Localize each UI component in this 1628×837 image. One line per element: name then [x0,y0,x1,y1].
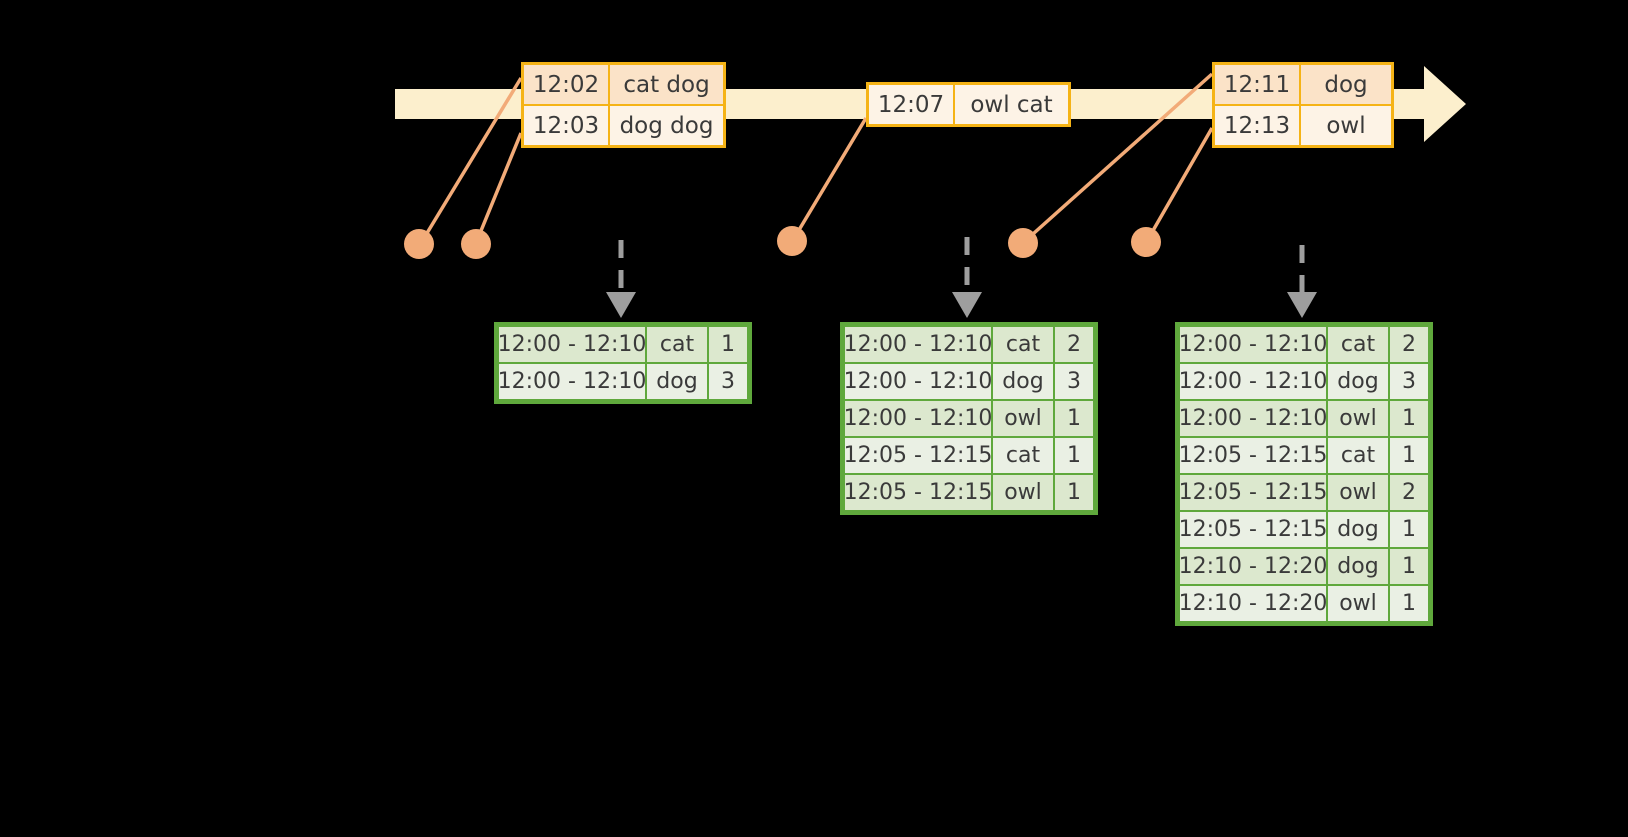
cell-word: cat [647,327,707,362]
cell-word: dog [1328,512,1388,547]
dot-group [404,226,1161,259]
cell-count: 3 [709,364,747,399]
table-row[interactable]: 12:00 - 12:10 owl 1 [1179,400,1429,437]
cell-count: 3 [1390,364,1428,399]
connector-line-3 [791,117,868,241]
event-row[interactable]: 12:02 cat dog [524,65,723,104]
cell-count: 1 [1390,549,1428,584]
cell-count: 1 [1390,586,1428,621]
event-payload: cat dog [610,65,723,104]
cell-word: cat [993,327,1053,362]
event-dot-4[interactable] [1008,228,1038,258]
aggregate-table-3[interactable]: 12:00 - 12:10 cat 2 12:00 - 12:10 dog 3 … [1175,322,1433,626]
cell-count: 1 [709,327,747,362]
cell-window: 12:05 - 12:15 [1179,438,1327,473]
event-group-2[interactable]: 12:07 owl cat [866,82,1071,127]
cell-word: dog [1328,549,1388,584]
cell-window: 12:10 - 12:20 [1179,586,1327,621]
cell-count: 2 [1390,327,1428,362]
table-row[interactable]: 12:05 - 12:15 owl 1 [844,474,1094,511]
cell-window: 12:05 - 12:15 [844,475,992,510]
cell-count: 3 [1055,364,1093,399]
cell-window: 12:05 - 12:15 [1179,512,1327,547]
event-time: 12:07 [869,85,955,124]
event-row[interactable]: 12:11 dog [1215,65,1391,104]
event-payload: owl cat [955,85,1068,124]
event-payload: owl [1301,106,1391,145]
event-group-3[interactable]: 12:11 dog 12:13 owl [1212,62,1394,148]
event-time: 12:02 [524,65,610,104]
table-row[interactable]: 12:00 - 12:10 cat 2 [844,326,1094,363]
event-row[interactable]: 12:03 dog dog [524,104,723,145]
connector-line-2 [474,132,523,244]
table-row[interactable]: 12:00 - 12:10 dog 3 [1179,363,1429,400]
cell-count: 1 [1390,401,1428,436]
table-row[interactable]: 12:10 - 12:20 dog 1 [1179,548,1429,585]
event-dot-5[interactable] [1131,227,1161,257]
cell-count: 1 [1390,512,1428,547]
cell-word: owl [993,401,1053,436]
table-row[interactable]: 12:00 - 12:10 dog 3 [498,363,748,400]
cell-count: 1 [1390,438,1428,473]
aggregate-table-1[interactable]: 12:00 - 12:10 cat 1 12:00 - 12:10 dog 3 [494,322,752,404]
cell-word: cat [993,438,1053,473]
event-time: 12:13 [1215,106,1301,145]
cell-word: dog [1328,364,1388,399]
table-row[interactable]: 12:05 - 12:15 owl 2 [1179,474,1429,511]
cell-window: 12:00 - 12:10 [498,327,646,362]
event-group-1[interactable]: 12:02 cat dog 12:03 dog dog [521,62,726,148]
cell-window: 12:00 - 12:10 [1179,364,1327,399]
cell-word: dog [647,364,707,399]
event-dot-3[interactable] [777,226,807,256]
event-time: 12:03 [524,106,610,145]
cell-word: owl [993,475,1053,510]
dashed-arrow-heads [606,292,1317,318]
cell-window: 12:00 - 12:10 [844,364,992,399]
cell-word: owl [1328,401,1388,436]
cell-count: 1 [1055,401,1093,436]
cell-count: 2 [1390,475,1428,510]
table-row[interactable]: 12:00 - 12:10 owl 1 [844,400,1094,437]
cell-window: 12:00 - 12:10 [498,364,646,399]
table-row[interactable]: 12:10 - 12:20 owl 1 [1179,585,1429,622]
dashed-arrow-head-1 [606,292,636,318]
dashed-arrow-group [618,237,1305,296]
table-row[interactable]: 12:00 - 12:10 cat 1 [498,326,748,363]
connector-line-5 [1145,127,1214,242]
event-time: 12:11 [1215,65,1301,104]
cell-window: 12:00 - 12:10 [1179,327,1327,362]
event-dot-2[interactable] [461,229,491,259]
cell-window: 12:00 - 12:10 [844,327,992,362]
cell-count: 1 [1055,438,1093,473]
aggregate-table-2[interactable]: 12:00 - 12:10 cat 2 12:00 - 12:10 dog 3 … [840,322,1098,515]
dashed-arrow-head-2 [952,292,982,318]
cell-word: owl [1328,586,1388,621]
table-row[interactable]: 12:05 - 12:15 cat 1 [1179,437,1429,474]
cell-word: owl [1328,475,1388,510]
event-dot-1[interactable] [404,229,434,259]
cell-window: 12:00 - 12:10 [844,401,992,436]
event-row[interactable]: 12:13 owl [1215,104,1391,145]
table-row[interactable]: 12:05 - 12:15 dog 1 [1179,511,1429,548]
dashed-arrow-head-3 [1287,292,1317,318]
cell-word: cat [1328,327,1388,362]
table-row[interactable]: 12:00 - 12:10 cat 2 [1179,326,1429,363]
connector-line-1 [419,77,523,244]
cell-word: dog [993,364,1053,399]
event-row[interactable]: 12:07 owl cat [869,85,1068,124]
event-payload: dog dog [610,106,723,145]
cell-window: 12:00 - 12:10 [1179,401,1327,436]
table-row[interactable]: 12:00 - 12:10 dog 3 [844,363,1094,400]
table-row[interactable]: 12:05 - 12:15 cat 1 [844,437,1094,474]
cell-count: 1 [1055,475,1093,510]
cell-count: 2 [1055,327,1093,362]
cell-window: 12:05 - 12:15 [1179,475,1327,510]
cell-window: 12:05 - 12:15 [844,438,992,473]
event-payload: dog [1301,65,1391,104]
cell-window: 12:10 - 12:20 [1179,549,1327,584]
cell-word: cat [1328,438,1388,473]
